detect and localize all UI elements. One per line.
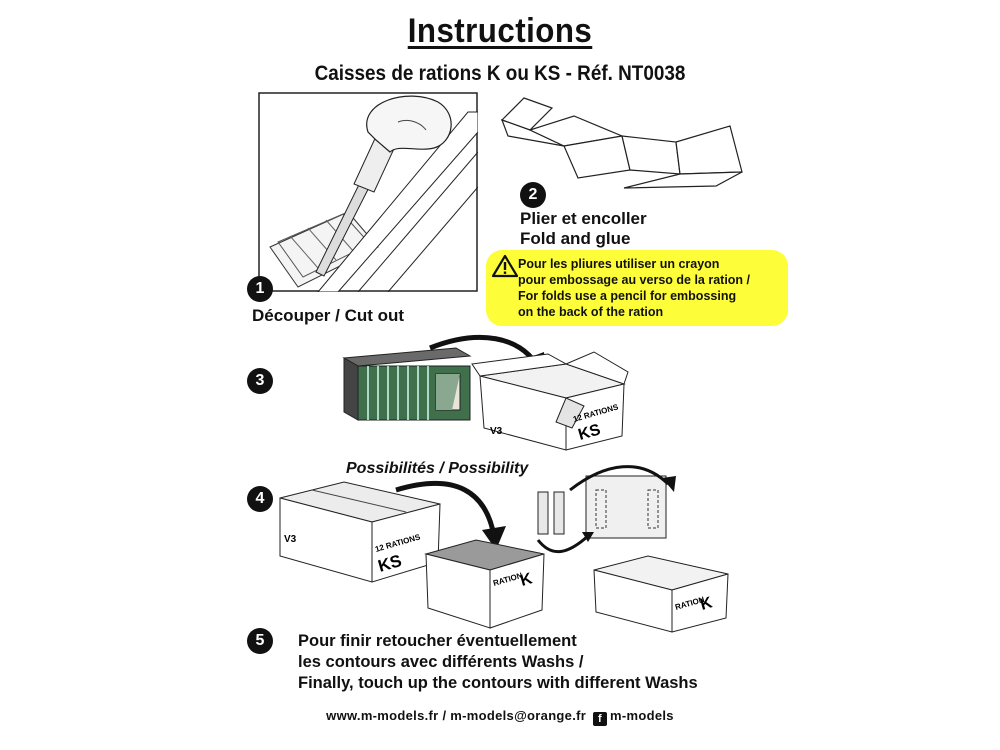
packing-illustration: 12 RATIONS KS V3 bbox=[342, 334, 629, 451]
fold-glue-illustration bbox=[500, 97, 743, 189]
final-box-k-label: K bbox=[698, 594, 714, 614]
step-5-line-1: Pour finir retoucher éventuellement bbox=[298, 632, 577, 650]
step-2-number: 2 bbox=[520, 182, 546, 208]
closed-box-v3-label: V3 bbox=[284, 534, 297, 545]
footer-social[interactable]: m-models bbox=[610, 708, 674, 723]
warning-note: Pour les pliures utiliser un crayon pour… bbox=[486, 250, 788, 326]
open-ration-box: 12 RATIONS KS V3 bbox=[471, 351, 629, 451]
closed-ks-box: 12 RATIONS KS V3 bbox=[279, 481, 441, 583]
final-k-box: RATION K bbox=[593, 555, 729, 633]
open-k-box: RATION K bbox=[424, 539, 545, 629]
k-box-k-label: K bbox=[518, 570, 534, 590]
footer-website[interactable]: www.m-models.fr bbox=[326, 708, 439, 723]
step-2-label-fr: Plier et encoller bbox=[520, 209, 647, 228]
page-title: Instructions bbox=[407, 12, 593, 50]
step-5-text: Pour finir retoucher éventuellement les … bbox=[298, 631, 698, 694]
facebook-icon: f bbox=[593, 712, 608, 726]
footer-email[interactable]: m-models@orange.fr bbox=[450, 708, 587, 723]
open-box-v3-label: V3 bbox=[490, 426, 503, 437]
footer-separator: / bbox=[438, 708, 451, 723]
step-5-line-3: Finally, touch up the contours with diff… bbox=[298, 674, 698, 692]
warning-line-3: For folds use a pencil for embossing bbox=[518, 289, 737, 303]
open-box-ks-label: KS bbox=[576, 421, 602, 444]
step-5-line-2: les contours avec différents Washs / bbox=[298, 653, 584, 671]
possibility-illustration: 12 RATIONS KS V3 RATION K RATION K bbox=[279, 465, 729, 633]
warning-line-1: Pour les pliures utiliser un crayon bbox=[518, 257, 720, 271]
warning-line-2: pour embossage au verso de la ration / bbox=[518, 273, 751, 287]
step-4-number: 4 bbox=[247, 486, 273, 512]
step-1-number: 1 bbox=[247, 276, 273, 302]
cut-out-illustration bbox=[258, 92, 478, 292]
page-subtitle: Caisses de rations K ou KS - Réf. NT0038 bbox=[314, 62, 686, 85]
ration-packs bbox=[342, 347, 472, 421]
step-1-label: Découper / Cut out bbox=[252, 306, 405, 325]
possibility-label: Possibilités / Possibility bbox=[346, 460, 529, 477]
step-2-label-en: Fold and glue bbox=[520, 229, 631, 248]
step-5-number: 5 bbox=[247, 628, 273, 654]
warning-triangle-icon bbox=[492, 254, 518, 278]
step-3-number: 3 bbox=[247, 368, 273, 394]
warning-line-4: on the back of the ration bbox=[518, 305, 664, 319]
